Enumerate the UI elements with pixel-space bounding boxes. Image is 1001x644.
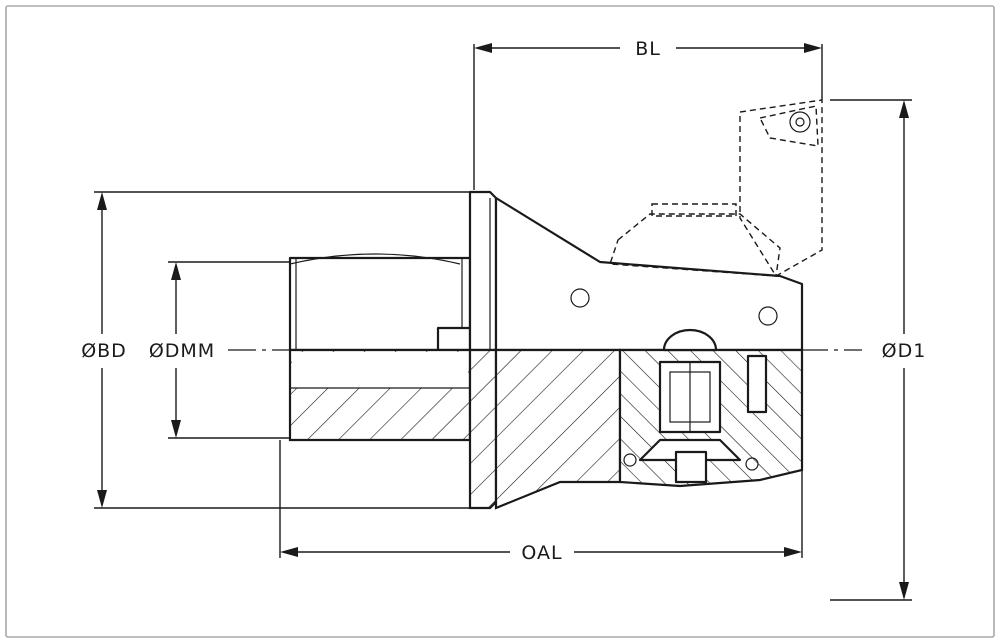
tool-body	[288, 99, 823, 510]
flange-upper	[468, 190, 498, 352]
label-dmm: ØDMM	[149, 340, 215, 362]
dimension-oal: OAL	[279, 440, 803, 564]
dimension-dmm: ØDMM	[149, 261, 290, 439]
shank-flat-curve	[289, 253, 461, 265]
label-d1: ØD1	[882, 340, 927, 362]
flange-lower-section	[468, 348, 498, 510]
insert	[758, 105, 819, 147]
label-bd: ØBD	[81, 340, 127, 362]
tool-holder-base	[609, 213, 781, 277]
dimension-bd: ØBD	[81, 191, 476, 509]
screw-hole-left	[570, 288, 590, 308]
screw-hole-right	[758, 306, 778, 326]
boring-bar	[739, 99, 823, 277]
nut	[638, 438, 742, 462]
gib	[746, 354, 768, 414]
drawing-frame	[5, 5, 995, 638]
clamp-plate	[651, 203, 737, 217]
dial-cap	[662, 328, 718, 352]
lower-screw	[674, 450, 708, 484]
drive-key	[436, 326, 472, 352]
dimension-bl: BL	[473, 38, 823, 190]
label-oal: OAL	[521, 542, 562, 564]
label-bl: BL	[635, 38, 661, 60]
insert-screw	[789, 111, 811, 133]
dimension-d1: ØD1	[830, 99, 927, 601]
body-lower-section	[494, 348, 622, 510]
